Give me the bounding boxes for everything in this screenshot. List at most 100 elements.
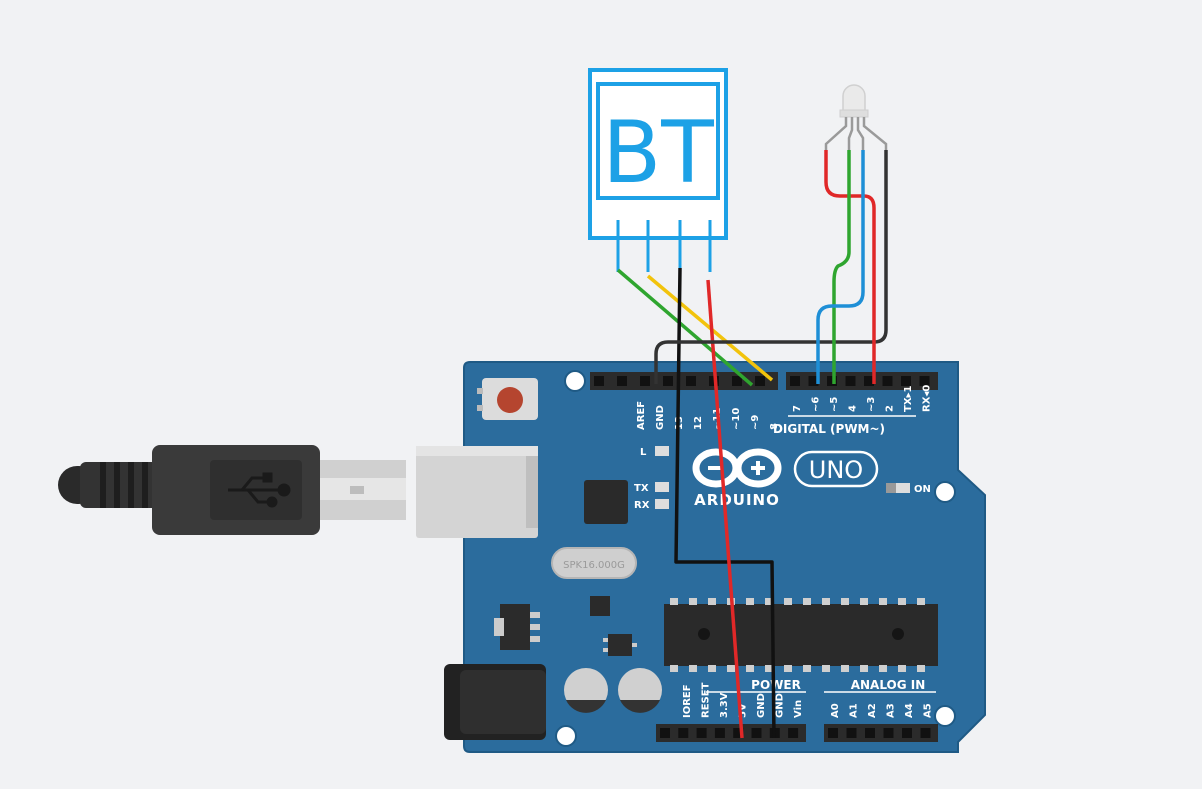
header-pin-hole[interactable] xyxy=(827,376,837,386)
pin-label: RESET xyxy=(701,682,712,718)
pin-label: 12 xyxy=(693,416,704,430)
header-pin-hole[interactable] xyxy=(617,376,627,386)
pin-label: A2 xyxy=(867,703,878,718)
usb-cable xyxy=(58,445,406,535)
bt-module-pins xyxy=(616,220,712,272)
pin-label: A1 xyxy=(849,703,860,718)
pin-label: A3 xyxy=(886,703,897,718)
pin-label: 7 xyxy=(792,405,803,412)
pin-label: IOREF xyxy=(682,684,693,718)
microcontroller-chip xyxy=(664,598,938,672)
svg-text:ON: ON xyxy=(914,484,931,495)
header-pin-hole[interactable] xyxy=(788,728,799,738)
infinity-logo-icon xyxy=(692,448,782,488)
header-pin-hole[interactable] xyxy=(808,376,819,386)
pin-label: Vin xyxy=(793,700,804,718)
pin-label: ~6 xyxy=(811,397,822,412)
header-pin-hole[interactable] xyxy=(663,376,673,386)
led-rx: RX xyxy=(634,499,669,511)
voltage-regulator xyxy=(494,604,540,650)
bt-module-outline xyxy=(588,68,728,240)
header-pin-hole[interactable] xyxy=(686,376,696,386)
wire-blue-led xyxy=(816,150,865,384)
header-pin-hole[interactable] xyxy=(883,728,894,738)
led-l: L xyxy=(640,446,669,458)
capacitor xyxy=(618,668,662,713)
header-pin-hole[interactable] xyxy=(714,728,725,738)
led-on: ON xyxy=(886,483,931,495)
mount-hole xyxy=(564,370,586,392)
header-pin-hole[interactable] xyxy=(846,728,857,738)
pin-label: ~3 xyxy=(866,397,877,412)
pin-label: RX◂0 xyxy=(922,385,933,412)
header-pin-hole[interactable] xyxy=(882,376,893,386)
header-pin-hole[interactable] xyxy=(678,728,689,738)
usb-chip xyxy=(584,480,628,524)
usb-icon xyxy=(228,472,291,508)
pin-label: ~10 xyxy=(731,408,742,430)
pin-label: 8 xyxy=(769,423,780,430)
mount-hole xyxy=(934,705,956,727)
header-pin-hole[interactable] xyxy=(901,376,911,386)
bt-module-label: BT xyxy=(602,103,714,203)
model-badge: UNO xyxy=(793,450,879,488)
pin-label: GND xyxy=(756,693,767,718)
header-pin-hole[interactable] xyxy=(660,728,670,738)
wire-red-led xyxy=(824,150,876,384)
rgb-led-icon xyxy=(824,84,888,150)
wires xyxy=(616,150,888,739)
pin-label: ~5 xyxy=(829,397,840,412)
svg-text:RX: RX xyxy=(634,500,650,511)
header-pin-hole[interactable] xyxy=(865,728,875,738)
header-pin-hole[interactable] xyxy=(751,728,762,738)
bluetooth-module: BT xyxy=(588,68,728,272)
wire-dark-led-gnd xyxy=(654,150,888,384)
pin-label: GND xyxy=(655,405,666,430)
header-pin-hole[interactable] xyxy=(920,728,931,738)
analog-label: ANALOG IN xyxy=(851,678,926,692)
led-tx: TX xyxy=(634,482,669,494)
mount-hole xyxy=(934,481,956,503)
power-header xyxy=(656,724,806,742)
usb-plug-metal-notch xyxy=(350,486,364,494)
crystal-oscillator: SPK16.000G xyxy=(551,547,637,579)
pin-label: 3.3V xyxy=(719,692,730,718)
header-pin-hole[interactable] xyxy=(845,376,856,386)
wire-black-bt-gnd xyxy=(674,267,776,739)
pin-label: A5 xyxy=(923,703,934,718)
header-pin-hole[interactable] xyxy=(919,376,930,386)
header-pin-hole[interactable] xyxy=(696,728,707,738)
mount-hole xyxy=(555,725,577,747)
pin-label: A0 xyxy=(830,703,841,718)
brand-label: ARDUINO xyxy=(694,491,780,509)
power-jack xyxy=(444,664,546,740)
power-label: POWER xyxy=(751,678,801,692)
wire-green-bt-rx xyxy=(616,268,754,387)
bt-module-inner xyxy=(596,82,720,200)
usb-cable-ridges xyxy=(100,462,148,508)
small-regulator xyxy=(603,634,637,656)
pin-label: A4 xyxy=(904,703,915,718)
reset-button[interactable] xyxy=(477,378,538,420)
header-pin-hole[interactable] xyxy=(732,376,742,386)
header-pin-hole[interactable] xyxy=(864,376,874,386)
svg-text:TX: TX xyxy=(634,483,649,494)
pin-label: 4 xyxy=(848,405,859,412)
header-pin-hole[interactable] xyxy=(733,728,744,738)
pin-label: 2 xyxy=(885,405,896,412)
wire-red-bt-vcc xyxy=(706,279,744,739)
header-pin-hole[interactable] xyxy=(755,376,765,386)
header-pin-hole[interactable] xyxy=(790,376,800,386)
pin-label: 5V xyxy=(738,703,749,718)
svg-text:L: L xyxy=(640,447,647,458)
usb-port xyxy=(416,446,538,538)
header-pin-hole[interactable] xyxy=(640,376,650,386)
header-pin-hole[interactable] xyxy=(902,728,912,738)
header-pin-hole[interactable] xyxy=(828,728,838,738)
arduino-board: SPK16.000G L TX xyxy=(416,361,986,753)
digital-label: DIGITAL (PWM~) xyxy=(773,422,885,436)
pin-label: ~9 xyxy=(750,415,761,430)
pin-label: GND xyxy=(775,693,786,718)
header-pin-hole[interactable] xyxy=(594,376,604,386)
